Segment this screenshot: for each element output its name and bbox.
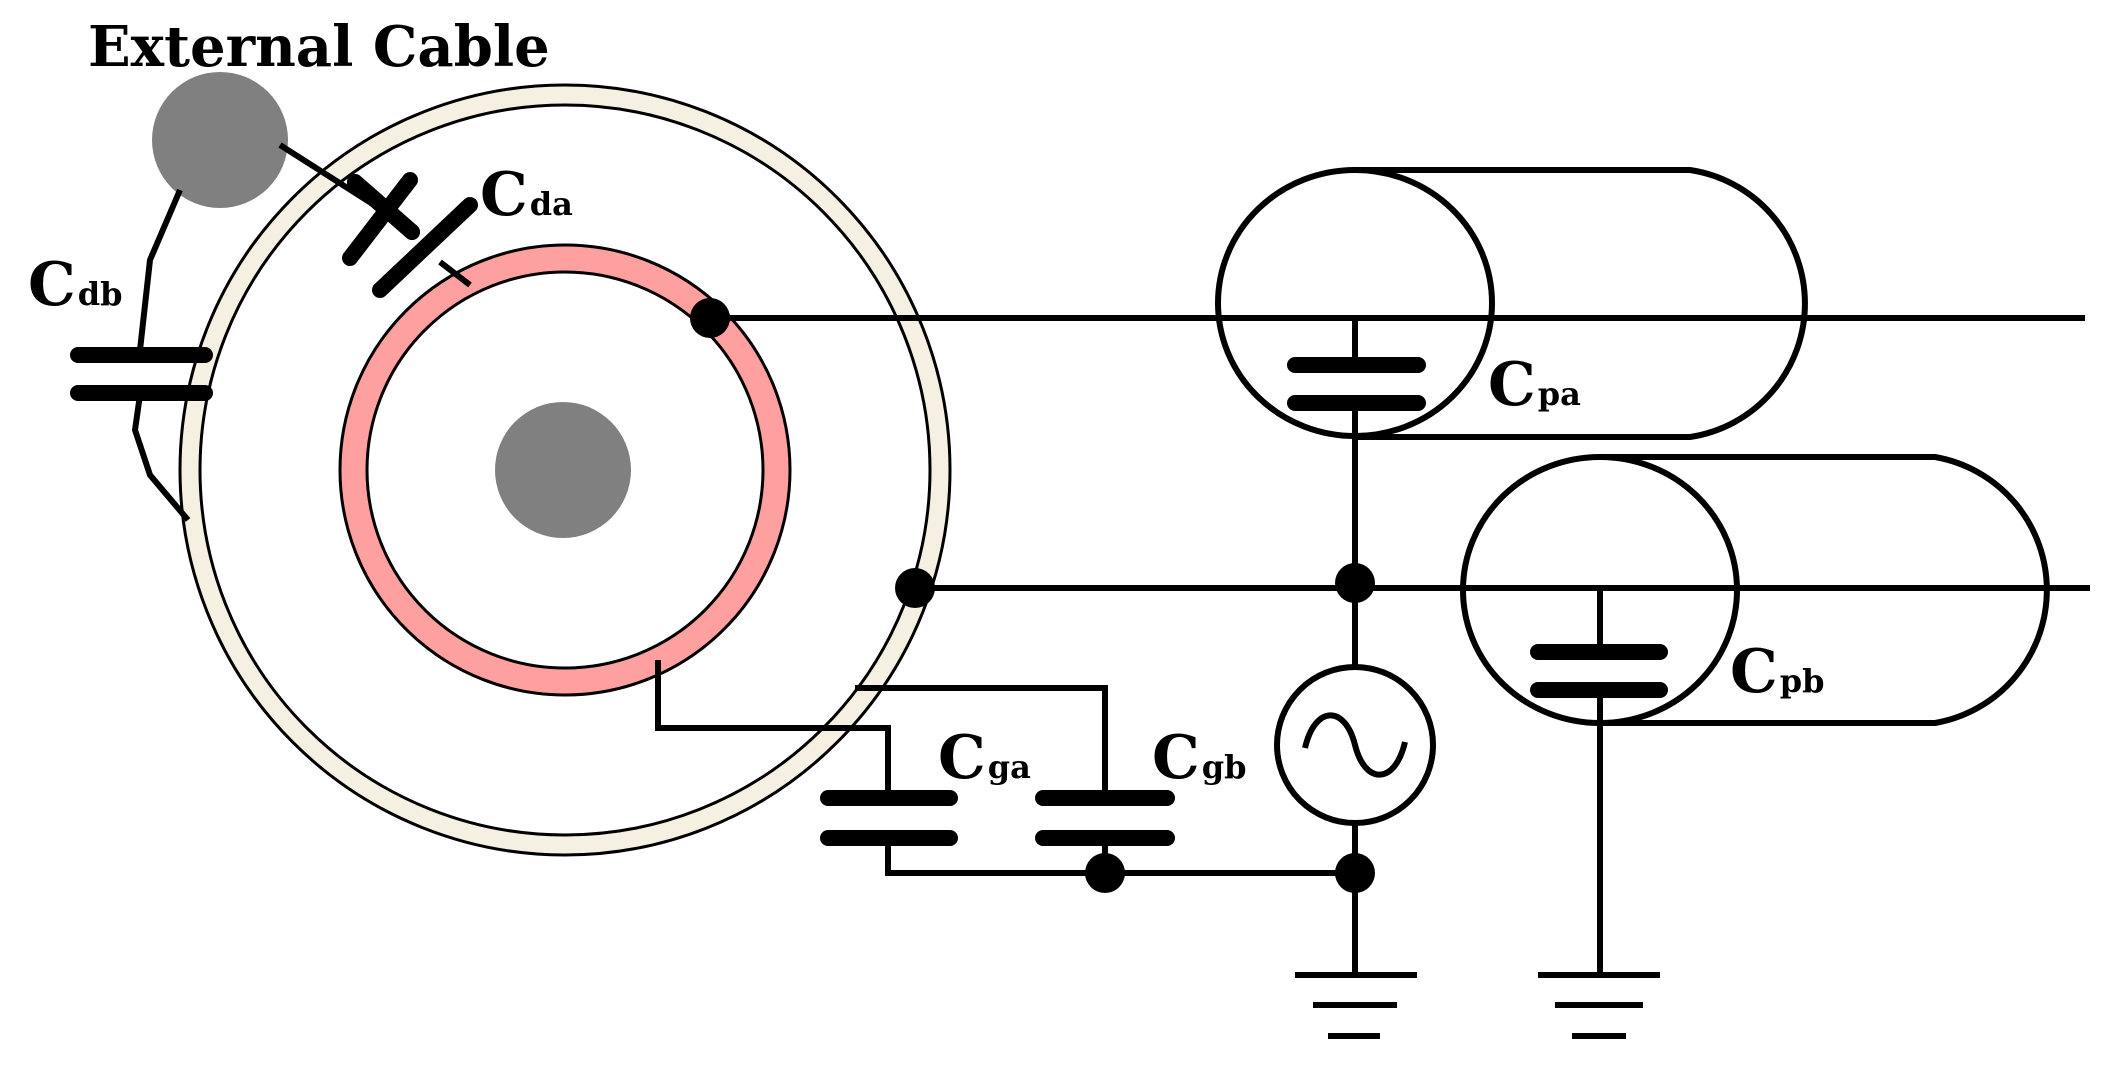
- cgb-wire: [855, 685, 1108, 798]
- sheath-node: [895, 568, 935, 608]
- cga-label: Cga: [938, 723, 1031, 793]
- screen-node: [690, 298, 730, 338]
- cpb-label: Cpb: [1730, 637, 1825, 707]
- cdb-wire: [131, 188, 191, 522]
- cpa-label: Cpa: [1488, 350, 1581, 420]
- external-cable-title: External Cable: [88, 14, 550, 80]
- capsule-lower: [1600, 454, 2050, 726]
- cga-wire: [655, 660, 891, 798]
- cdb-label: Cdb: [28, 250, 123, 320]
- cda-plate-bottom: [372, 197, 478, 298]
- main-conductor: [495, 402, 631, 538]
- external-cable-conductor: [152, 72, 288, 208]
- cda-label: Cda: [480, 160, 573, 230]
- cgb-label: Cgb: [1152, 723, 1247, 793]
- ac-source-wave-icon: [1302, 712, 1408, 778]
- ground-symbol-right: [1538, 972, 1660, 1039]
- cg-bus-node: [1085, 853, 1125, 893]
- capsule-upper: [1355, 167, 1808, 440]
- cda-plate-top: [342, 172, 418, 266]
- junction-node: [1335, 563, 1375, 603]
- ground-symbol-left: [1295, 972, 1417, 1039]
